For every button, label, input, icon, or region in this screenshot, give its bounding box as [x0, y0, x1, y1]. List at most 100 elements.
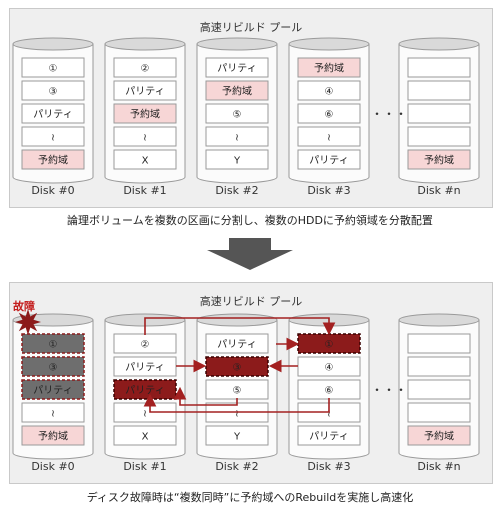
disk-cell	[21, 80, 85, 101]
disk-cell-label: ③	[233, 363, 242, 374]
disk-label: Disk #1	[123, 184, 166, 197]
disk-label: Disk #2	[215, 184, 258, 197]
disk-cell-label: X	[142, 156, 149, 167]
disk-cell-label: パリティ	[125, 86, 164, 98]
disk-cell	[21, 57, 85, 78]
disk-cell	[21, 103, 85, 124]
ellipsis-top: ・・・	[371, 107, 407, 121]
rebuild-arrow-1	[144, 317, 336, 336]
ellipsis-bottom: ・・・	[371, 383, 407, 397]
disk-cell	[407, 103, 471, 124]
disk-label: Disk #0	[31, 184, 74, 197]
disk-cell	[407, 402, 471, 423]
disk-cell-label: ≀	[235, 133, 239, 144]
disk-cell	[113, 149, 177, 170]
disk-top	[12, 37, 94, 51]
disk-cell	[297, 103, 361, 124]
disk-cell	[21, 126, 85, 147]
disk-cell	[205, 57, 269, 78]
bottom-disk-4: 予約域 Disk #n	[398, 313, 480, 473]
disk-cell-label: 予約域	[222, 85, 252, 98]
disk-cell	[407, 333, 471, 354]
disk-cell-label: ≀	[235, 409, 239, 420]
disk-top	[288, 37, 370, 51]
disk-cell-label: ≀	[143, 133, 147, 144]
disk-cell	[113, 80, 177, 101]
disk-cell-label: X	[142, 432, 149, 443]
top-pool-title: 高速リビルド プール	[199, 21, 303, 34]
top-disk-4: 予約域 Disk #n	[398, 37, 480, 197]
disk-label: Disk #0	[31, 460, 74, 473]
disk-cell-label: ⑤	[233, 386, 242, 397]
disk-cell	[407, 425, 471, 446]
disk-cell	[113, 103, 177, 124]
disk-cell	[21, 402, 85, 423]
disk-label: Disk #3	[307, 184, 350, 197]
disk-cell-label: パリティ	[125, 385, 164, 397]
disk-cell-label: ③	[49, 363, 58, 374]
disk-cell	[407, 57, 471, 78]
disk-cell-label: 予約域	[38, 430, 68, 443]
disk-cell-label: ①	[49, 64, 58, 75]
top-caption: 論理ボリュームを複数の区画に分割し、複数のHDDに予約領域を分散配置	[67, 214, 433, 227]
disk-top	[104, 37, 186, 51]
disk-label: Disk #3	[307, 460, 350, 473]
disk-cell-label: ③	[49, 87, 58, 98]
disk-label: Disk #1	[123, 460, 166, 473]
bottom-pool-title: 高速リビルド プール	[199, 295, 303, 308]
disk-cell	[21, 333, 85, 354]
disk-cell	[113, 425, 177, 446]
disk-cell-label: ⑥	[325, 110, 334, 121]
disk-cell-label: ②	[141, 64, 150, 75]
bottom-caption: ディスク故障時は“複数同時”に予約域へのRebuildを実施し高速化	[86, 491, 414, 504]
disk-cell	[407, 356, 471, 377]
disk-cell-label: ≀	[327, 133, 331, 144]
disk-cell-label: 予約域	[130, 108, 160, 121]
disk-cell-label: パリティ	[309, 155, 348, 167]
disk-cell	[205, 149, 269, 170]
disk-cell	[407, 149, 471, 170]
disk-cell	[205, 126, 269, 147]
disk-top	[398, 313, 480, 327]
disk-cell	[297, 57, 361, 78]
disk-label: Disk #n	[417, 184, 460, 197]
disk-top	[196, 37, 278, 51]
disk-cell-label: ≀	[51, 133, 55, 144]
disk-cell-label: パリティ	[33, 109, 72, 121]
transition-arrow-icon	[207, 238, 293, 270]
rebuild-arrow-5	[173, 386, 238, 406]
disk-top	[196, 313, 278, 327]
disk-cell-label: 予約域	[38, 154, 68, 167]
disk-cell	[297, 80, 361, 101]
disk-cell	[407, 80, 471, 101]
disk-cell-label: ≀	[143, 409, 147, 420]
disk-label: Disk #n	[417, 460, 460, 473]
disk-cell	[113, 126, 177, 147]
disk-cell-label: ④	[325, 87, 334, 98]
disk-cell-label: ≀	[51, 409, 55, 420]
disk-top	[398, 37, 480, 51]
disk-cell	[297, 149, 361, 170]
disk-cell-label: Y	[233, 432, 241, 443]
disk-cell-label: 予約域	[424, 430, 454, 443]
disk-cell	[113, 57, 177, 78]
disk-cell-label: ⑥	[325, 386, 334, 397]
failure-label: 故障	[13, 299, 35, 313]
failure-burst-icon	[15, 309, 41, 335]
disk-cell-label: パリティ	[125, 362, 164, 374]
disk-cell-label: 予約域	[424, 154, 454, 167]
disk-cell	[297, 425, 361, 446]
disk-cell-label: ①	[325, 340, 334, 351]
disk-cell	[297, 126, 361, 147]
disk-cell	[21, 149, 85, 170]
disk-cell	[205, 333, 269, 354]
